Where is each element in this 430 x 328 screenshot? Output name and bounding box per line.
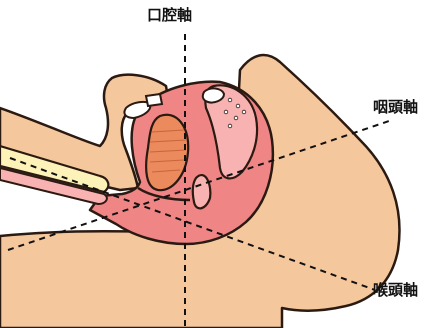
- incisor-top: [146, 94, 162, 106]
- pharyngeal-axis-label: 咽頭軸: [373, 100, 418, 115]
- oral-axis-label: 口腔軸: [147, 8, 192, 23]
- laryngeal-axis-label: 喉頭軸: [373, 283, 418, 298]
- epiglottis: [193, 175, 211, 208]
- upper-molar: [203, 88, 224, 102]
